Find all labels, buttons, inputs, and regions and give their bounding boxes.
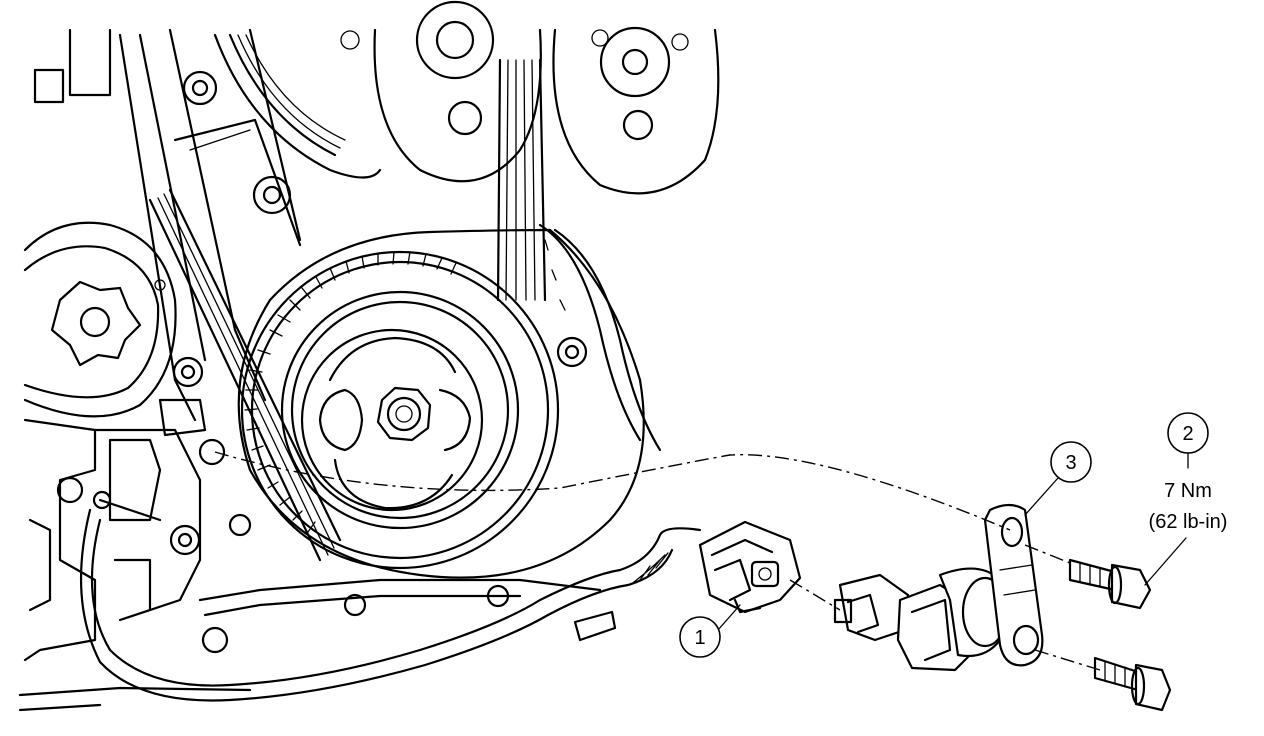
- torque-spec-metric: 7 Nm: [1164, 480, 1212, 502]
- timing-cover: [538, 223, 662, 452]
- lower-frame: [18, 578, 602, 712]
- tone-ring: [244, 251, 457, 533]
- callout-3-circle: [1050, 441, 1092, 483]
- callout-2: 2 7 Nm (62 lb-in): [1144, 412, 1228, 586]
- accessory-belt: [148, 188, 342, 562]
- torque-spec-imperial: (62 lb-in): [1149, 511, 1228, 533]
- callout-1-label: 1: [694, 627, 705, 649]
- alignment-centerlines: [214, 451, 1101, 671]
- callout-2-label: 2: [1182, 423, 1193, 445]
- ckp-sensor: [833, 503, 1044, 672]
- callout-3: 3: [1024, 441, 1092, 516]
- wiring-harness: [79, 508, 702, 702]
- callout-3-label: 3: [1065, 452, 1076, 474]
- mounting-bolts: [1068, 558, 1172, 712]
- engine-block: [23, 28, 302, 662]
- callout-1: 1: [679, 604, 741, 658]
- harness-connector: [698, 520, 802, 614]
- crankshaft-pulley: [237, 228, 645, 579]
- upper-pulleys: [213, 0, 720, 302]
- callout-1-circle: [679, 616, 721, 658]
- idler-pulley: [23, 221, 177, 418]
